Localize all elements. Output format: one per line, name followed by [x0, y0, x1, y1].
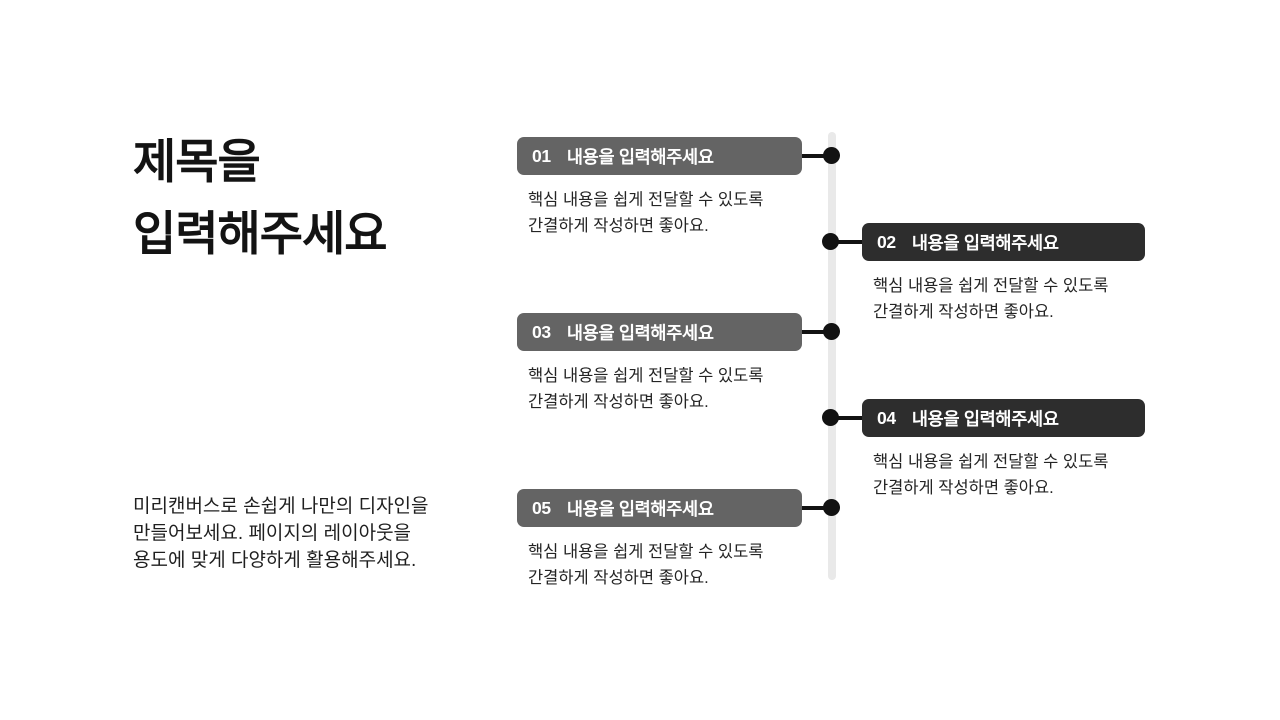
timeline-dot [823, 323, 840, 340]
description-line-1: 핵심 내용을 쉽게 전달할 수 있도록 [528, 367, 764, 385]
timeline-item-number: 02 [877, 231, 896, 252]
description-line-2: 간결하게 작성하면 좋아요. [873, 303, 1054, 321]
timeline-item-title: 내용을 입력해주세요 [911, 232, 1059, 253]
timeline-connector [801, 506, 833, 510]
timeline-item-number: 04 [877, 407, 896, 428]
timeline-item-05: 05 내용을 입력해주세요 핵심 내용을 쉽게 전달할 수 있도록 간결하게 작… [517, 489, 840, 591]
description-line-1: 핵심 내용을 쉽게 전달할 수 있도록 [873, 277, 1109, 295]
timeline-item-description: 핵심 내용을 쉽게 전달할 수 있도록 간결하게 작성하면 좋아요. [862, 273, 1145, 325]
intro-paragraph: 미리캔버스로 손쉽게 나만의 디자인을 만들어보세요. 페이지의 레이아웃을 용… [133, 493, 429, 574]
timeline-item-title: 내용을 입력해주세요 [566, 322, 714, 343]
intro-line-2: 만들어보세요. 페이지의 레이아웃을 [133, 523, 412, 544]
timeline-item-number: 05 [532, 497, 551, 518]
page-title-line-1: 제목을 [133, 135, 261, 188]
description-line-1: 핵심 내용을 쉽게 전달할 수 있도록 [873, 453, 1109, 471]
timeline-dot [822, 409, 839, 426]
timeline-item-header: 02 내용을 입력해주세요 [862, 223, 1145, 261]
page-title: 제목을 입력해주세요 [133, 126, 387, 270]
timeline-item-04: 04 내용을 입력해주세요 핵심 내용을 쉽게 전달할 수 있도록 간결하게 작… [822, 399, 1145, 501]
description-line-2: 간결하게 작성하면 좋아요. [528, 569, 709, 587]
description-line-2: 간결하게 작성하면 좋아요. [528, 217, 709, 235]
timeline-item-header: 01 내용을 입력해주세요 [517, 137, 802, 175]
timeline-item-number: 03 [532, 321, 551, 342]
timeline-connector [801, 154, 833, 158]
page-title-line-2: 입력해주세요 [133, 207, 387, 260]
timeline-item-header: 05 내용을 입력해주세요 [517, 489, 802, 527]
timeline-connector [830, 416, 862, 420]
intro-line-1: 미리캔버스로 손쉽게 나만의 디자인을 [133, 496, 429, 517]
timeline-item-header: 04 내용을 입력해주세요 [862, 399, 1145, 437]
timeline-item-title: 내용을 입력해주세요 [566, 498, 714, 519]
timeline-item-header: 03 내용을 입력해주세요 [517, 313, 802, 351]
timeline-item-title: 내용을 입력해주세요 [566, 146, 714, 167]
description-line-2: 간결하게 작성하면 좋아요. [528, 393, 709, 411]
timeline-item-number: 01 [532, 145, 551, 166]
description-line-2: 간결하게 작성하면 좋아요. [873, 479, 1054, 497]
timeline-item-01: 01 내용을 입력해주세요 핵심 내용을 쉽게 전달할 수 있도록 간결하게 작… [517, 137, 840, 239]
description-line-1: 핵심 내용을 쉽게 전달할 수 있도록 [528, 191, 764, 209]
timeline-item-description: 핵심 내용을 쉽게 전달할 수 있도록 간결하게 작성하면 좋아요. [862, 449, 1145, 501]
timeline-dot [823, 147, 840, 164]
intro-line-3: 용도에 맞게 다양하게 활용해주세요. [133, 550, 417, 571]
timeline-connector [801, 330, 833, 334]
timeline-item-description: 핵심 내용을 쉽게 전달할 수 있도록 간결하게 작성하면 좋아요. [517, 363, 802, 415]
timeline-item-description: 핵심 내용을 쉽게 전달할 수 있도록 간결하게 작성하면 좋아요. [517, 187, 802, 239]
timeline-dot [822, 233, 839, 250]
timeline-item-title: 내용을 입력해주세요 [911, 408, 1059, 429]
timeline-spine [828, 132, 836, 580]
timeline-item-02: 02 내용을 입력해주세요 핵심 내용을 쉽게 전달할 수 있도록 간결하게 작… [822, 223, 1145, 325]
timeline-item-description: 핵심 내용을 쉽게 전달할 수 있도록 간결하게 작성하면 좋아요. [517, 539, 802, 591]
timeline-dot [823, 499, 840, 516]
description-line-1: 핵심 내용을 쉽게 전달할 수 있도록 [528, 543, 764, 561]
timeline-connector [830, 240, 862, 244]
timeline-item-03: 03 내용을 입력해주세요 핵심 내용을 쉽게 전달할 수 있도록 간결하게 작… [517, 313, 840, 415]
